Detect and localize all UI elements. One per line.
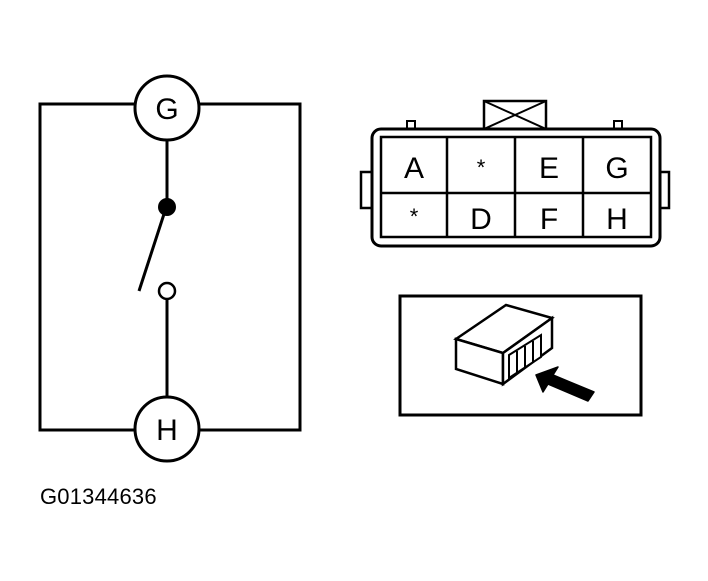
terminal-h-label: H — [156, 414, 178, 447]
pin-label-unused-1: * — [477, 155, 486, 180]
pin-label-f: F — [540, 203, 558, 236]
relay-module-icon — [453, 303, 555, 387]
terminal-g-label: G — [155, 93, 178, 126]
terminal-h: H — [133, 395, 201, 463]
figure-id-label: G01344636 — [40, 484, 157, 509]
component-view — [398, 294, 643, 417]
switch-schematic: G H — [38, 74, 302, 463]
pin-label-h: H — [606, 203, 628, 236]
switch-contact-open — [157, 281, 177, 301]
connector-face: A * E G * D F H — [359, 99, 671, 248]
terminal-g: G — [133, 74, 201, 142]
pin-label-d: D — [470, 203, 492, 236]
pin-label-g: G — [605, 152, 628, 185]
switch-pivot-dot — [158, 198, 176, 216]
switch-blade — [137, 213, 166, 292]
location-arrow-icon — [535, 366, 595, 402]
circuit-loop — [38, 102, 302, 432]
pin-label-a: A — [404, 152, 424, 185]
pin-label-e: E — [539, 152, 559, 185]
pin-label-unused-2: * — [410, 204, 419, 229]
